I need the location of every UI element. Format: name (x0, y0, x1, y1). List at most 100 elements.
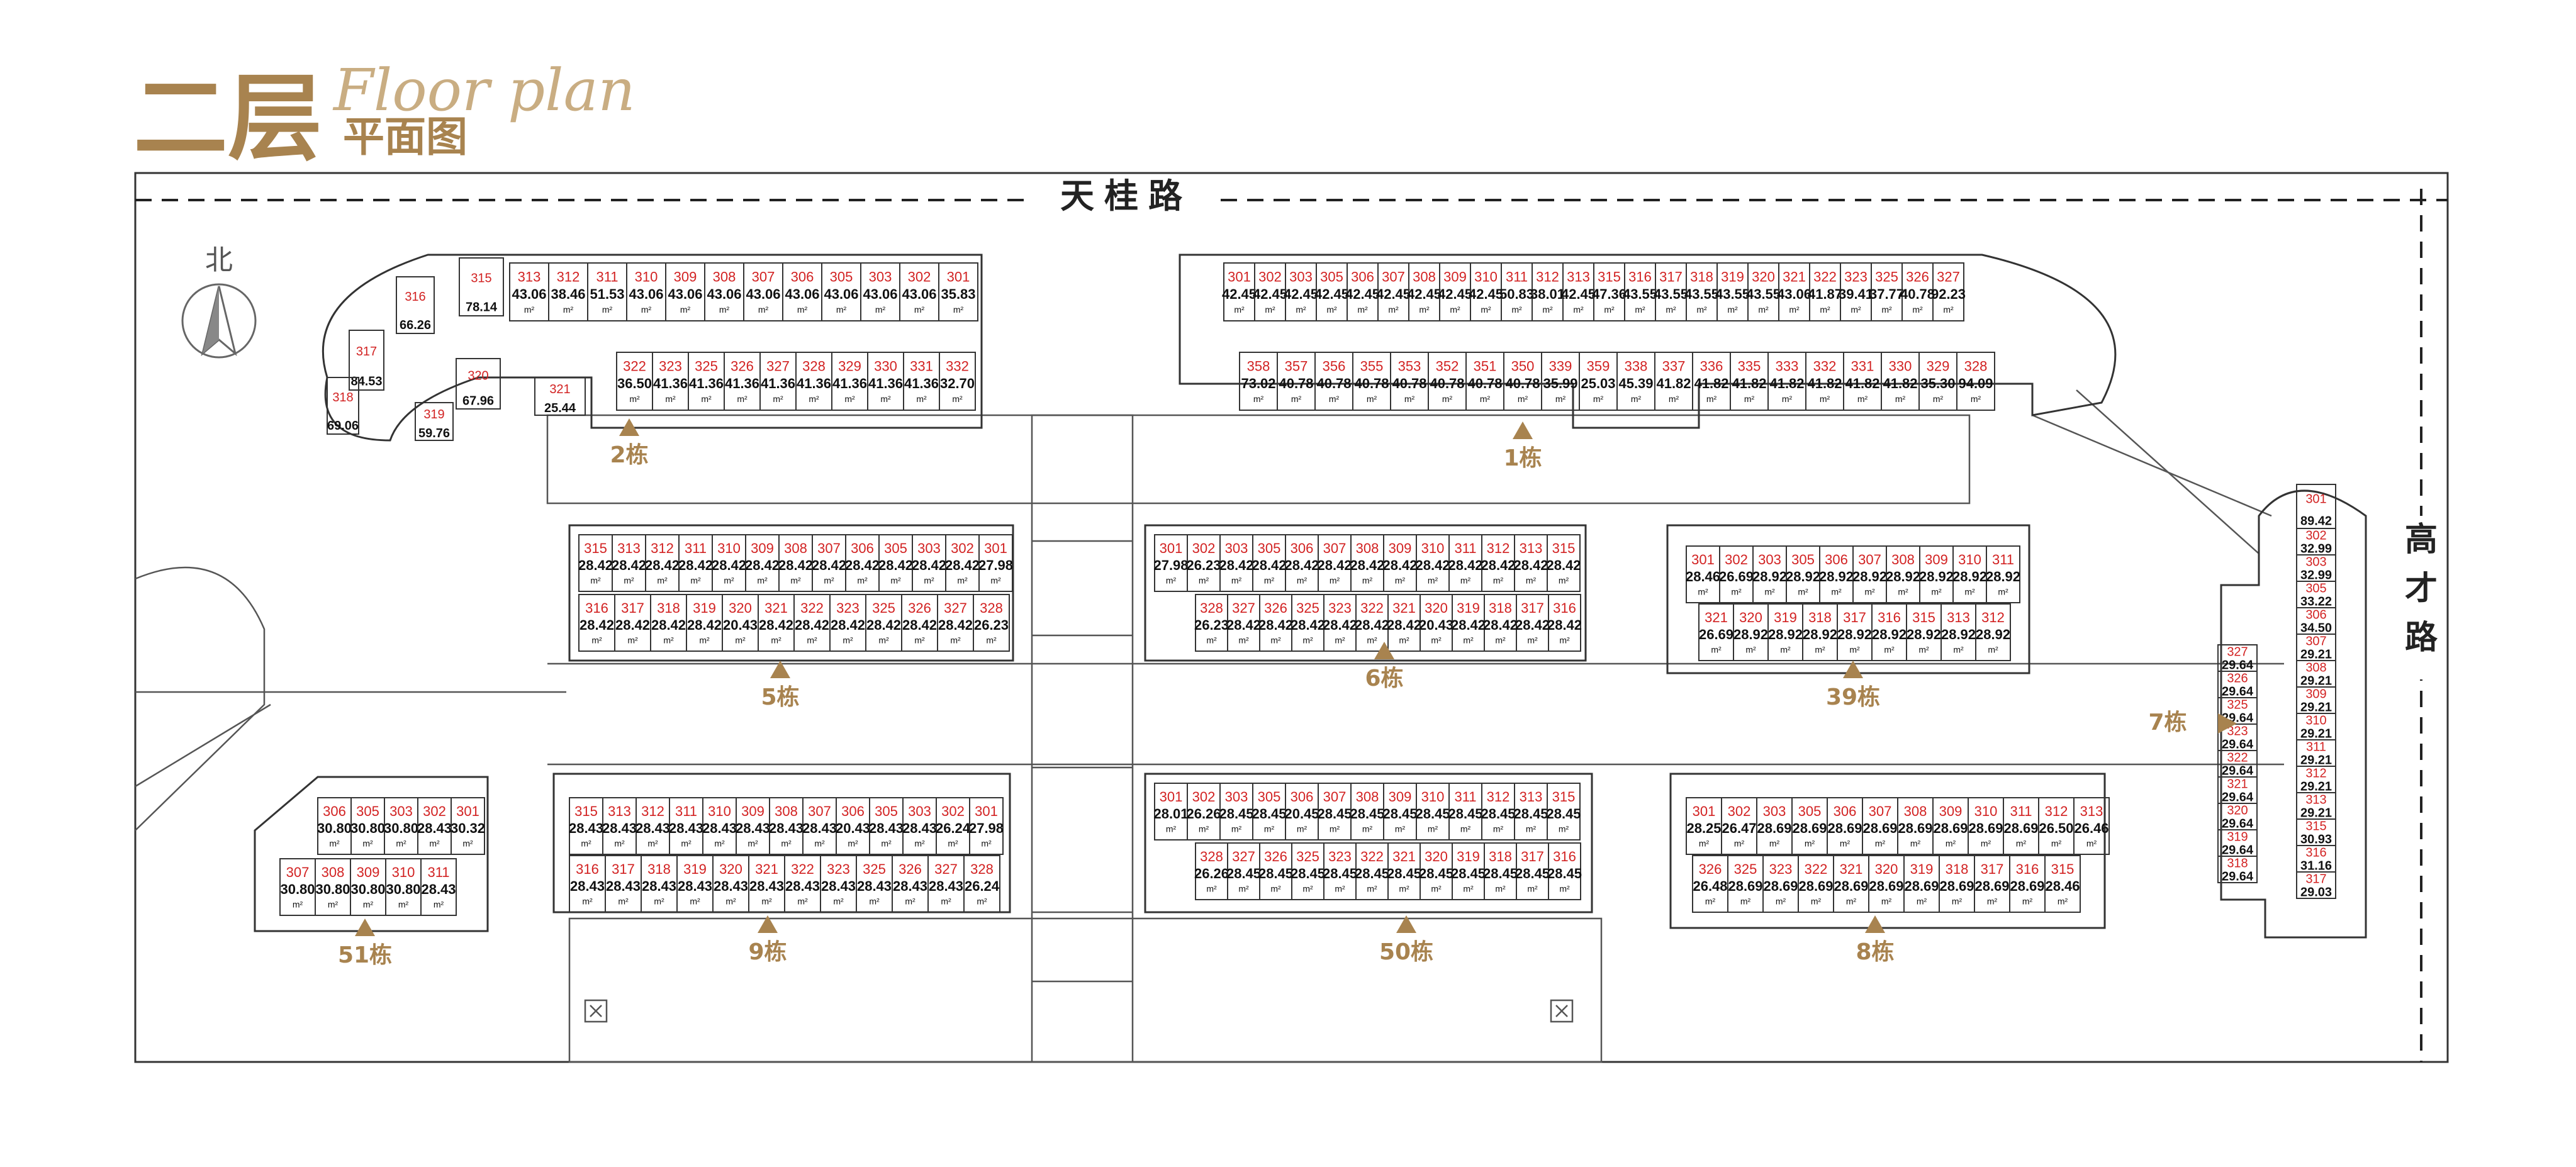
unit-number: 311 (2010, 803, 2032, 819)
unit-area: 28.45 (1547, 866, 1582, 881)
unit-outline (349, 330, 384, 391)
unit-number: 302 (1258, 269, 1282, 284)
unit-area: 28.46 (2045, 878, 2080, 894)
unit-number: 315 (2051, 861, 2075, 877)
unit-number: 355 (1360, 358, 1384, 374)
unit-area: 28.45 (1355, 866, 1389, 881)
unit-area-suffix: m² (924, 575, 934, 585)
unit-area: 28.69 (1757, 820, 1791, 836)
unit-number: 315 (584, 540, 607, 556)
unit-area: 28.45 (1419, 866, 1453, 881)
unit-number: 307 (808, 803, 831, 819)
unit-number: 310 (1958, 552, 1981, 567)
compass-label: 北 (205, 244, 233, 276)
unit-number: 322 (1360, 849, 1384, 864)
unit-area-suffix: m² (2016, 838, 2027, 848)
unit-area-suffix: m² (1206, 635, 1217, 645)
unit-number: 318 (2227, 857, 2248, 871)
building-b7: 32729.6432629.6432529.6432329.6432229.64… (2217, 484, 2336, 900)
unit-area: 29.64 (2222, 844, 2254, 857)
unit-area: 28.69 (1827, 820, 1862, 836)
unit-area: 28.42 (612, 557, 646, 573)
unit-area-suffix: m² (1666, 304, 1676, 315)
unit-area-suffix: m² (797, 896, 808, 906)
unit-area-suffix: m² (618, 896, 629, 906)
marker-arrow-icon (758, 915, 778, 933)
unit-area-suffix: m² (591, 635, 602, 645)
unit-number: 307 (1858, 552, 1881, 567)
unit-number: 310 (1474, 269, 1498, 284)
unit-number: 332 (1813, 358, 1837, 374)
unit-number: 325 (1734, 861, 1757, 877)
unit-area-suffix: m² (1881, 896, 1892, 906)
unit-area-suffix: m² (1450, 304, 1460, 315)
unit-outline (973, 594, 1010, 652)
unit-area-suffix: m² (690, 896, 700, 906)
unit-area-suffix: m² (857, 575, 868, 585)
unit-outline (459, 257, 504, 316)
unit-number: 305 (1320, 269, 1343, 284)
unit-number: 312 (641, 803, 664, 819)
unit-number: 323 (1328, 849, 1352, 864)
unit-area: 29.21 (2300, 754, 2332, 768)
unit-area: 28.42 (712, 557, 746, 573)
unit-outline (1548, 594, 1581, 652)
unit-area: 43.06 (785, 286, 819, 302)
unit-area: 28.92 (1886, 569, 1920, 584)
unit-number: 305 (2305, 582, 2326, 596)
unit-area: 28.42 (878, 557, 913, 573)
unit-number: 306 (791, 269, 814, 284)
unit-area-suffix: m² (1706, 394, 1717, 404)
unit-area-suffix: m² (1495, 635, 1506, 645)
unit-area-suffix: m² (748, 838, 758, 848)
unit-number: 319 (1721, 269, 1744, 284)
unit-area: 28.42 (1219, 557, 1253, 573)
unit-area-suffix: m² (690, 575, 701, 585)
unit-area-suffix: m² (1395, 824, 1406, 834)
unit-area: 28.43 (417, 820, 452, 836)
unit-area: 43.06 (1777, 286, 1812, 302)
unit-area: 28.92 (1803, 627, 1837, 642)
unit-number: 302 (423, 803, 446, 819)
unit-number: 318 (1690, 269, 1713, 284)
unit-area: 43.06 (707, 286, 741, 302)
unit-area: 41.36 (725, 376, 759, 391)
unit-area: 28.43 (869, 820, 904, 836)
unit-area-suffix: m² (758, 304, 769, 315)
unit-area-suffix: m² (2051, 838, 2062, 848)
unit-number: 302 (908, 269, 931, 284)
unit-area-suffix: m² (647, 838, 658, 848)
unit-number: 307 (1323, 789, 1347, 805)
unit-area: 42.45 (1284, 286, 1318, 302)
unit-area-suffix: m² (1696, 304, 1707, 315)
unit-area: 28.42 (645, 557, 680, 573)
unit-area: 26.26 (1186, 806, 1221, 822)
